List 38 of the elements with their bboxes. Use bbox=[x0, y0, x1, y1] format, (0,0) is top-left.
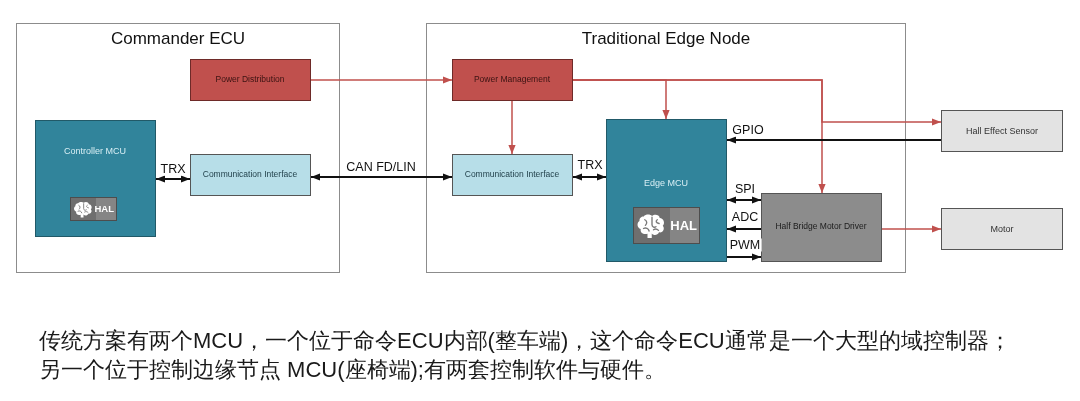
mcu-block bbox=[605, 118, 727, 262]
module-frame bbox=[426, 23, 906, 273]
device-block: Hall Effect Sensor bbox=[941, 110, 1063, 152]
power-block: Power Distribution bbox=[189, 58, 311, 101]
device-block: Motor bbox=[941, 208, 1063, 250]
interface-block: Communication Interface bbox=[451, 153, 573, 196]
mcu-label: Edge MCU bbox=[643, 176, 689, 189]
hal-label: HAL bbox=[670, 218, 697, 233]
edge-label: PWM bbox=[728, 238, 762, 252]
arrow bbox=[508, 100, 516, 155]
double-arrow bbox=[310, 173, 453, 181]
caption: 传统方案有两个MCU，一个位于命令ECU内部(整车端)，这个命令ECU通常是一个大型的域控制器；另一个位于控制边缘节点 MCU(座椅端);有两套控制软件与硬件。 bbox=[39, 327, 1012, 384]
double-arrow bbox=[572, 173, 607, 181]
double-arrow bbox=[155, 175, 191, 183]
edge-label: CAN FD/LIN bbox=[345, 160, 417, 174]
arrow bbox=[726, 136, 942, 144]
power-block: Power Management bbox=[451, 58, 573, 101]
arrow bbox=[726, 253, 762, 261]
double-arrow bbox=[726, 196, 762, 204]
arrow bbox=[726, 225, 762, 233]
module-title: Traditional Edge Node bbox=[580, 29, 752, 49]
module-frame bbox=[16, 23, 340, 273]
hal-label: HAL bbox=[94, 203, 114, 215]
arrow bbox=[310, 76, 453, 84]
mcu-label: Controller MCU bbox=[63, 144, 127, 157]
arrow bbox=[572, 79, 942, 126]
interface-block: Communication Interface bbox=[189, 153, 311, 196]
mcu-block bbox=[34, 119, 156, 237]
edge-label: ADC bbox=[730, 210, 760, 224]
hal-badge bbox=[633, 207, 700, 244]
edge-label: GPIO bbox=[731, 123, 765, 137]
arrow bbox=[881, 225, 942, 233]
driver-block: Half Bridge Motor Driver bbox=[760, 192, 882, 262]
edge-label: TRX bbox=[576, 158, 604, 172]
hal-badge bbox=[70, 197, 117, 221]
edge-label: TRX bbox=[159, 162, 187, 176]
module-title: Commander ECU bbox=[109, 29, 247, 49]
edge-label: SPI bbox=[733, 182, 757, 196]
